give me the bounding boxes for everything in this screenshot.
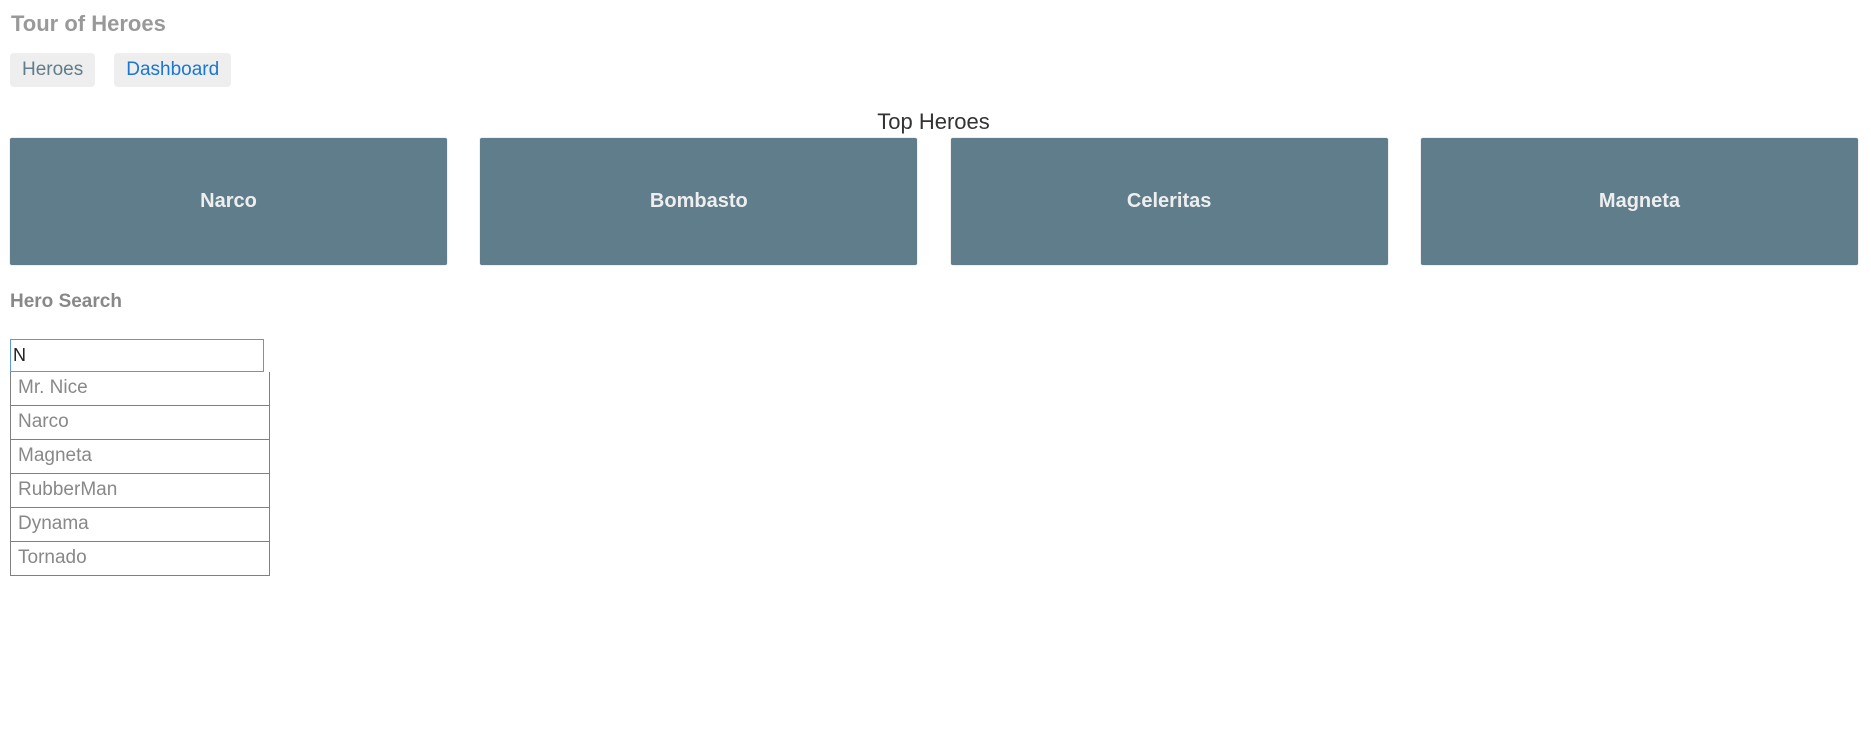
top-heroes-title: Top Heroes — [877, 109, 990, 134]
hero-card-magneta[interactable]: Magneta — [1420, 138, 1858, 265]
search-result-item[interactable]: Dynama — [10, 508, 270, 542]
hero-search-title: Hero Search — [10, 291, 122, 312]
search-result-item[interactable]: Magneta — [10, 440, 270, 474]
search-result-item[interactable]: RubberMan — [10, 474, 270, 508]
hero-search-input[interactable] — [10, 339, 264, 372]
hero-card-narco[interactable]: Narco — [10, 138, 447, 265]
nav-link-dashboard[interactable]: Dashboard — [114, 53, 232, 87]
search-result-item[interactable]: Narco — [10, 406, 270, 440]
main-nav: Heroes Dashboard — [10, 53, 232, 87]
hero-card-celeritas[interactable]: Celeritas — [950, 138, 1388, 265]
search-results-list: Mr. Nice Narco Magneta RubberMan Dynama … — [10, 372, 270, 576]
search-result-item[interactable]: Mr. Nice — [10, 372, 270, 406]
nav-link-heroes[interactable]: Heroes — [10, 53, 96, 87]
hero-card-bombasto[interactable]: Bombasto — [480, 138, 918, 265]
app-title: Tour of Heroes — [11, 11, 166, 36]
search-result-item[interactable]: Tornado — [10, 542, 270, 576]
top-heroes-grid: Narco Bombasto Celeritas Magneta — [10, 138, 1858, 265]
